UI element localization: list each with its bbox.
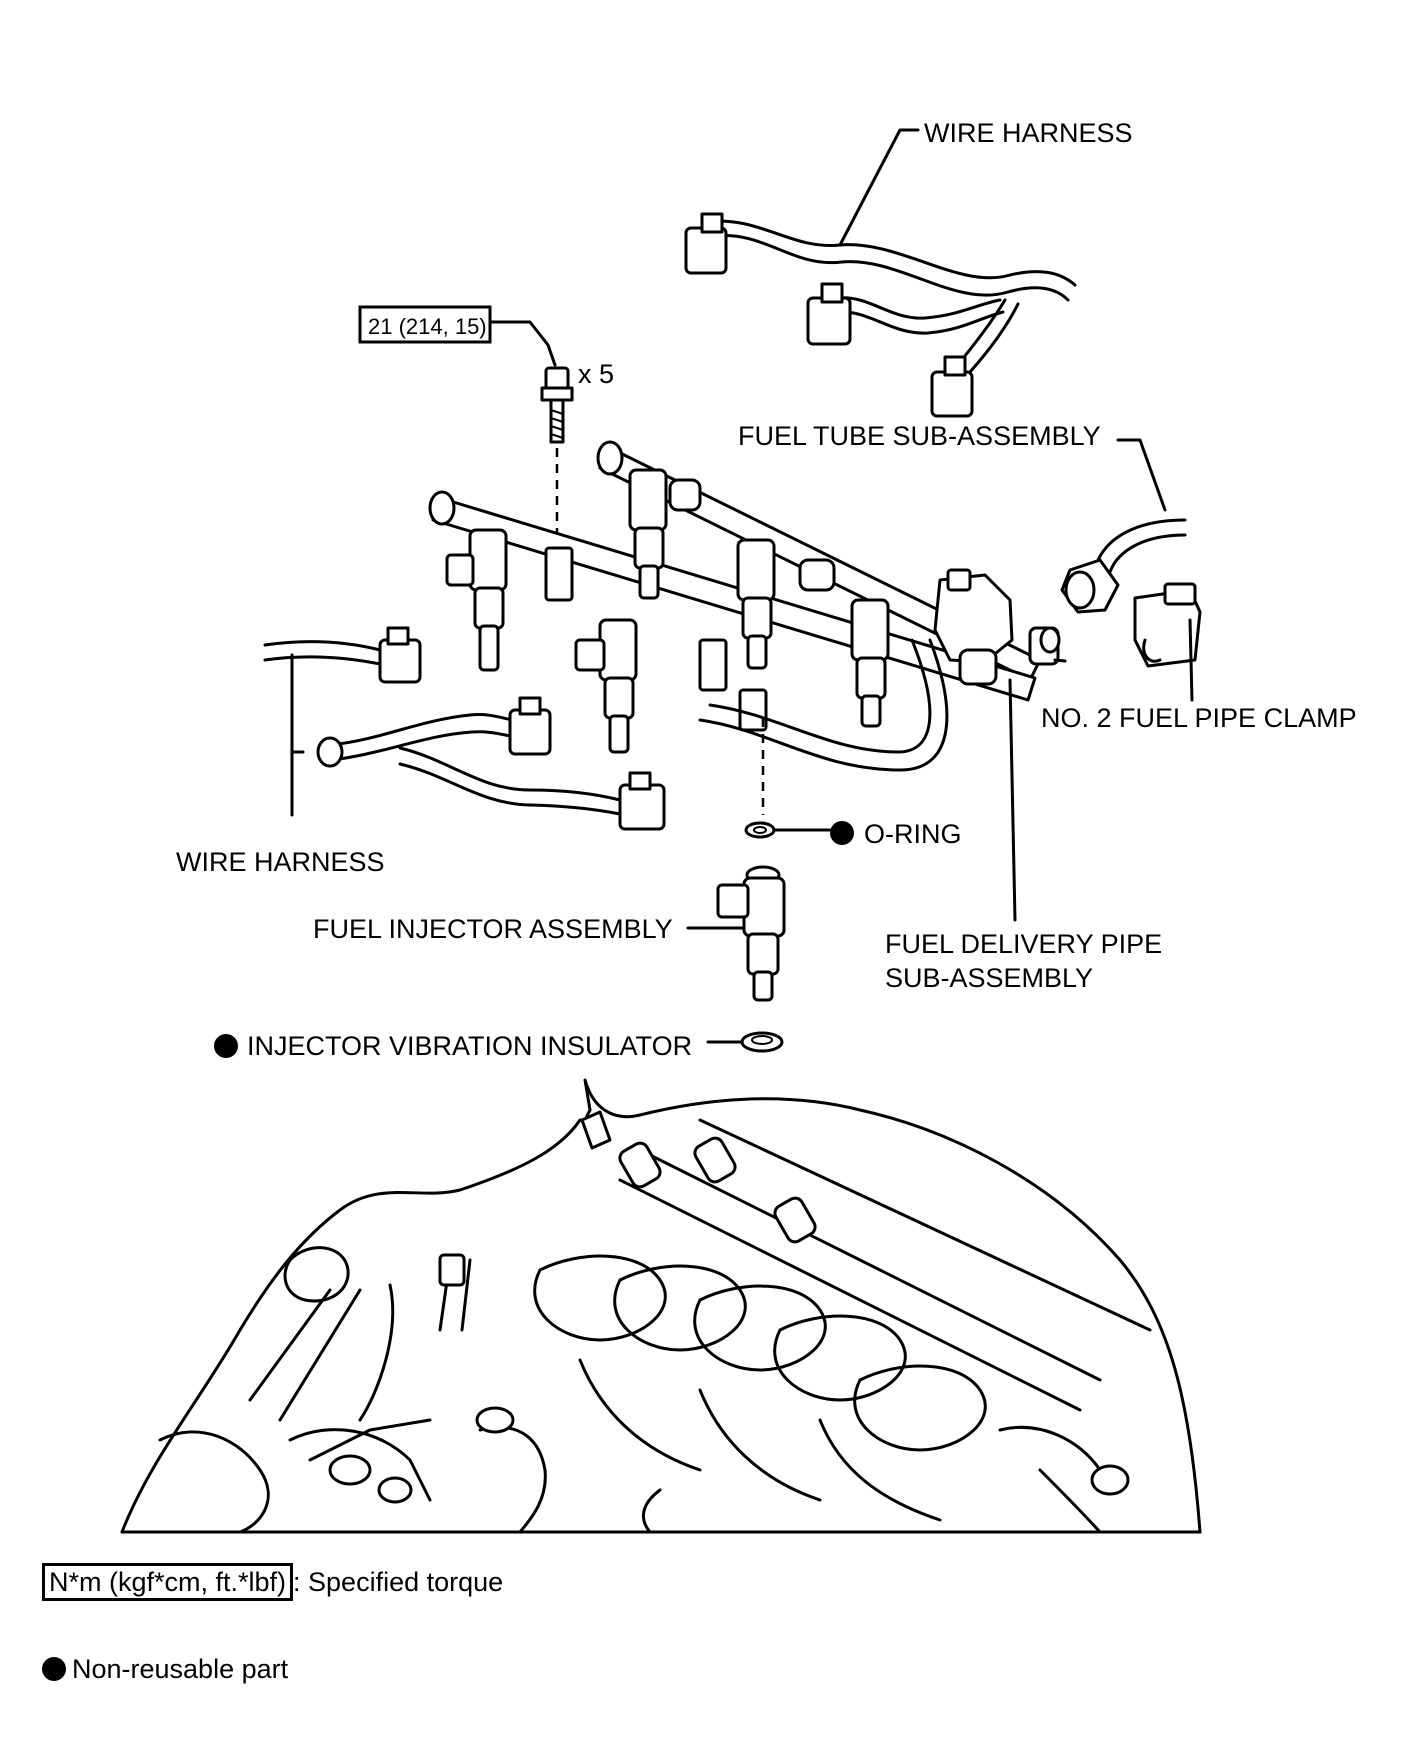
legend-torque-desc: : Specified torque: [293, 1567, 504, 1597]
legend-non-reusable-text: Non-reusable part: [72, 1654, 289, 1684]
label-wire-harness-top: WIRE HARNESS: [924, 118, 1133, 148]
label-fuel-pipe-clamp: NO. 2 FUEL PIPE CLAMP: [1041, 703, 1357, 733]
label-bolt-quantity: x 5: [578, 359, 614, 389]
label-fuel-delivery-line2: SUB-ASSEMBLY: [885, 963, 1093, 993]
fuel-tube-drawing: [1060, 438, 1187, 614]
non-reusable-marker-o-ring: [830, 821, 854, 845]
label-fuel-delivery-line1: FUEL DELIVERY PIPE: [885, 929, 1162, 959]
label-torque-value: 21 (214, 15): [368, 314, 487, 339]
label-vibration-insulator: INJECTOR VIBRATION INSULATOR: [247, 1031, 692, 1061]
bolt-drawing: [488, 320, 574, 552]
legend-non-reusable: Non-reusable part: [42, 1653, 288, 1685]
label-wire-harness-left: WIRE HARNESS: [176, 847, 385, 877]
non-reusable-marker-insulator: [214, 1034, 238, 1058]
fuel-delivery-pipe-drawing: [428, 440, 1061, 922]
engine-intake-manifold-drawing: [120, 1078, 1202, 1534]
fuel-pipe-clamp-drawing: [1133, 582, 1202, 702]
installed-injectors-drawing: [445, 468, 890, 754]
leader-lines: [1053, 658, 1067, 663]
label-o-ring: O-RING: [864, 819, 962, 849]
label-fuel-injector: FUEL INJECTOR ASSEMBLY: [313, 914, 673, 944]
wire-harness-left-drawing: [263, 626, 666, 831]
torque-value-box: [358, 305, 492, 344]
legend-torque: N*m (kgf*cm, ft.*lbf): Specified torque: [42, 1563, 503, 1601]
injector-assembly-drawing: [686, 718, 832, 1053]
wire-harness-top-drawing: [684, 128, 1077, 418]
label-fuel-tube: FUEL TUBE SUB-ASSEMBLY: [738, 421, 1101, 451]
non-reusable-dot-icon: [42, 1657, 66, 1681]
legend-torque-unit-box: N*m (kgf*cm, ft.*lbf): [42, 1563, 294, 1601]
